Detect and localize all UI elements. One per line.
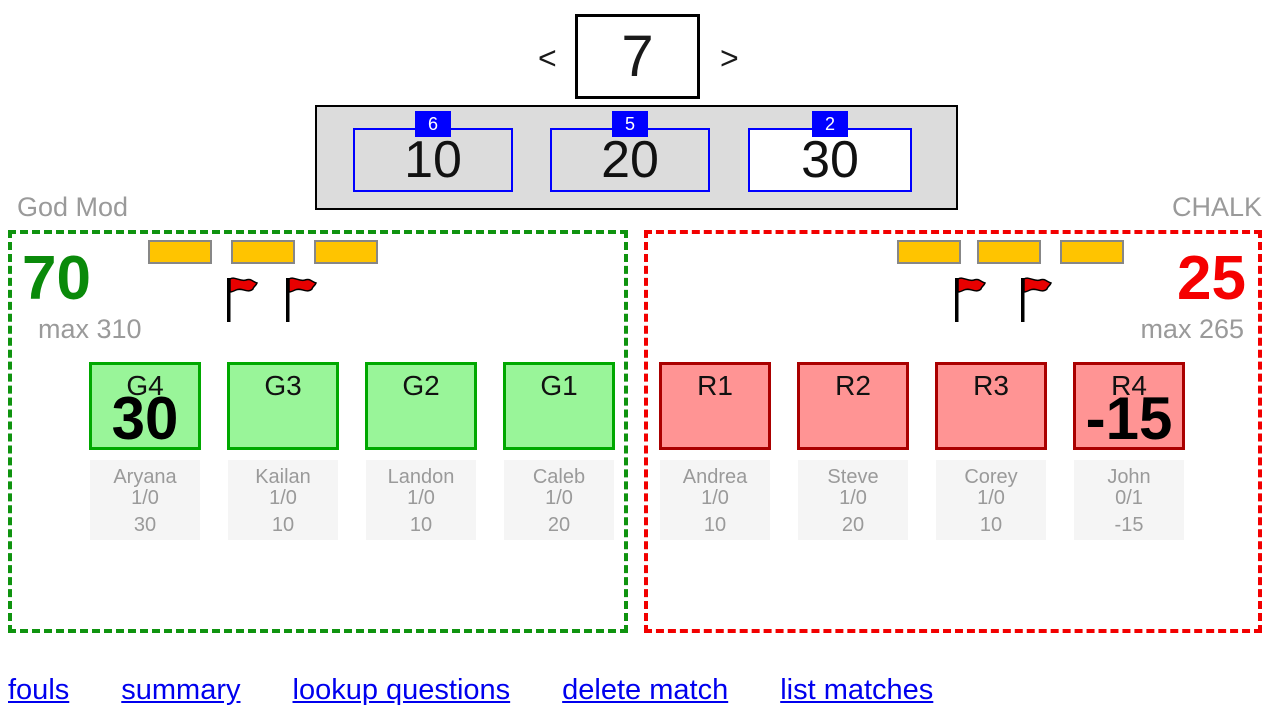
- team-name-left: God Mod: [17, 192, 129, 222]
- team-max-right: max 265: [1140, 314, 1244, 344]
- player-id: R3: [973, 370, 1009, 401]
- point-count-badge: 5: [612, 111, 648, 137]
- player-id: R2: [835, 370, 871, 401]
- player-button-r3[interactable]: R3: [935, 362, 1047, 450]
- player-name: Landon: [387, 466, 455, 488]
- bonus-bar-icon[interactable]: [148, 240, 212, 264]
- player-cell: R2 Steve 1/0 20: [797, 362, 909, 540]
- player-id: R1: [697, 370, 733, 401]
- lookup-questions-link[interactable]: lookup questions: [292, 674, 511, 706]
- player-stats: John 0/1 -15: [1074, 460, 1184, 540]
- player-cell: R4 -15 John 0/1 -15: [1073, 362, 1185, 540]
- player-points: 30: [133, 514, 157, 536]
- player-ratio: 0/1: [1115, 487, 1143, 509]
- team-panel-right: 25 max 265 R1 Andrea 1/0 10 R2: [644, 230, 1262, 633]
- player-id: G3: [264, 370, 302, 401]
- player-id: G1: [540, 370, 578, 401]
- point-count-badge: 2: [812, 111, 848, 137]
- player-cell: R3 Corey 1/0 10: [935, 362, 1047, 540]
- player-ratio: 1/0: [545, 487, 573, 509]
- foul-flag-icon[interactable]: [279, 276, 319, 324]
- player-points: 10: [409, 514, 433, 536]
- player-name: Kailan: [255, 466, 311, 488]
- player-cell: G3 Kailan 1/0 10: [227, 362, 339, 540]
- next-question-button[interactable]: >: [720, 40, 739, 76]
- player-name: Corey: [964, 466, 1018, 488]
- player-id: G2: [402, 370, 440, 401]
- team-panel-left: 70 max 310 G4 30 Aryana 1/0 30: [8, 230, 628, 633]
- team-score-left: 70: [22, 244, 91, 313]
- player-button-r2[interactable]: R2: [797, 362, 909, 450]
- player-points: 20: [841, 514, 865, 536]
- point-option-20[interactable]: 5 20: [550, 111, 710, 192]
- team-name-right: CHALK: [1171, 192, 1262, 222]
- player-name: John: [1107, 466, 1151, 488]
- player-cell: G4 30 Aryana 1/0 30: [89, 362, 201, 540]
- summary-link[interactable]: summary: [121, 674, 241, 706]
- question-number: 7: [621, 24, 654, 89]
- point-option-value: 20: [601, 131, 659, 189]
- player-ratio: 1/0: [269, 487, 297, 509]
- player-ratio: 1/0: [839, 487, 867, 509]
- point-option-10[interactable]: 6 10: [353, 111, 513, 192]
- player-cell: G1 Caleb 1/0 20: [503, 362, 615, 540]
- player-points: 20: [547, 514, 571, 536]
- points-panel: 6 10 5 20 2 30: [315, 105, 958, 210]
- player-stats: Steve 1/0 20: [798, 460, 908, 540]
- player-cell: R1 Andrea 1/0 10: [659, 362, 771, 540]
- player-stats: Caleb 1/0 20: [504, 460, 614, 540]
- delete-match-link[interactable]: delete match: [562, 674, 729, 706]
- player-button-r4[interactable]: R4 -15: [1073, 362, 1185, 450]
- team-max-left: max 310: [38, 314, 142, 344]
- player-button-g3[interactable]: G3: [227, 362, 339, 450]
- player-ratio: 1/0: [977, 487, 1005, 509]
- player-name: Caleb: [532, 466, 586, 488]
- player-ratio: 1/0: [701, 487, 729, 509]
- player-id: G4: [126, 370, 164, 401]
- team-score-right: 25: [1177, 244, 1246, 313]
- foul-flag-icon[interactable]: [220, 276, 260, 324]
- player-points: 10: [271, 514, 295, 536]
- question-number-box[interactable]: 7: [575, 14, 700, 99]
- player-cell: G2 Landon 1/0 10: [365, 362, 477, 540]
- foul-flag-icon[interactable]: [1014, 276, 1054, 324]
- bonus-bar-icon[interactable]: [897, 240, 961, 264]
- bonus-bar-icon[interactable]: [231, 240, 295, 264]
- footer-links: fouls summary lookup questions delete ma…: [8, 674, 933, 707]
- player-button-g4[interactable]: G4 30: [89, 362, 201, 450]
- player-button-g1[interactable]: G1: [503, 362, 615, 450]
- player-ratio: 1/0: [407, 487, 435, 509]
- player-stats: Landon 1/0 10: [366, 460, 476, 540]
- player-points: -15: [1114, 514, 1144, 536]
- player-stats: Andrea 1/0 10: [660, 460, 770, 540]
- player-name: Steve: [827, 466, 879, 488]
- fouls-link[interactable]: fouls: [8, 674, 70, 706]
- point-count-badge: 6: [415, 111, 451, 137]
- bonus-bar-icon[interactable]: [977, 240, 1041, 264]
- player-name: Aryana: [113, 466, 177, 488]
- player-button-g2[interactable]: G2: [365, 362, 477, 450]
- player-id: R4: [1111, 370, 1147, 401]
- bonus-bar-icon[interactable]: [1060, 240, 1124, 264]
- player-name: Andrea: [682, 466, 748, 488]
- list-matches-link[interactable]: list matches: [780, 674, 934, 706]
- player-stats: Kailan 1/0 10: [228, 460, 338, 540]
- player-stats: Corey 1/0 10: [936, 460, 1046, 540]
- player-points: 10: [703, 514, 727, 536]
- point-option-value: 10: [404, 131, 462, 189]
- player-points: 10: [979, 514, 1003, 536]
- prev-question-button[interactable]: <: [538, 40, 557, 76]
- point-option-value: 30: [801, 131, 859, 189]
- foul-flag-icon[interactable]: [948, 276, 988, 324]
- player-button-r1[interactable]: R1: [659, 362, 771, 450]
- bonus-bar-icon[interactable]: [314, 240, 378, 264]
- point-option-30-selected[interactable]: 2 30: [748, 111, 912, 192]
- player-stats: Aryana 1/0 30: [90, 460, 200, 540]
- player-ratio: 1/0: [131, 487, 159, 509]
